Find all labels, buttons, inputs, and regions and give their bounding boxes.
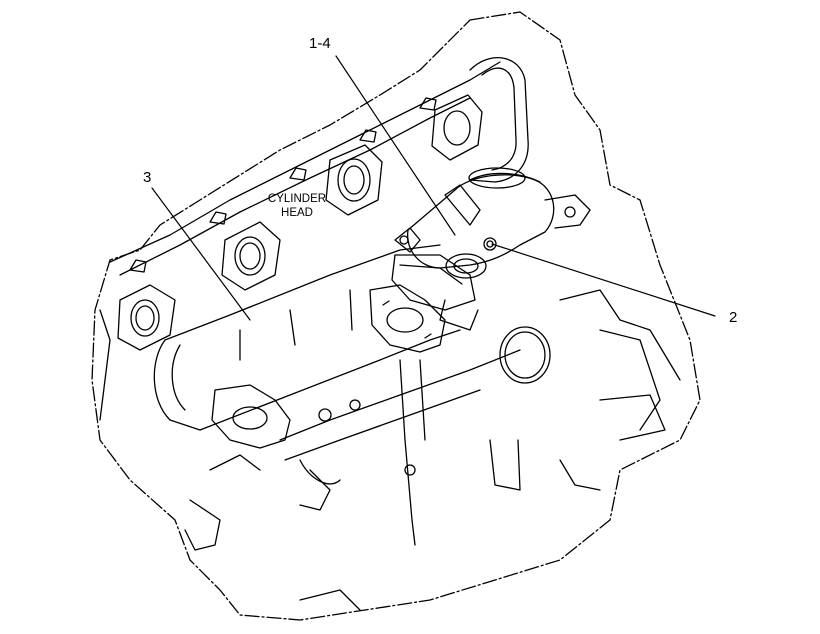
- manifold-gasket: [370, 285, 445, 352]
- cylinder-head-top-edge: [110, 62, 500, 262]
- leader-line-3: [152, 188, 250, 320]
- lower-flange-gasket: [212, 385, 290, 448]
- callout-label-3: 3: [143, 169, 152, 186]
- cylinder-head-label-line2: HEAD: [281, 207, 313, 219]
- turbo-elbow-housing: [395, 173, 590, 278]
- exhaust-port-flanges: [118, 95, 482, 350]
- callout-label-2: 2: [729, 309, 738, 326]
- callout-label-1-4: 1-4: [309, 35, 331, 52]
- leader-lines: [152, 56, 715, 320]
- engine-block-lower: [100, 290, 680, 610]
- exhaust-manifold: [154, 245, 460, 430]
- leader-line-1-4: [336, 56, 455, 235]
- housing-bracket: [392, 255, 478, 330]
- cylinder-head-label-line1: CYLINDER: [267, 193, 327, 205]
- cylinder-head-label: CYLINDER HEAD: [262, 192, 332, 220]
- leader-line-2: [492, 244, 715, 316]
- engine-block-outline: [92, 12, 700, 620]
- upper-pipe-elbow: [469, 58, 528, 188]
- cylinder-head-ridge: [120, 98, 470, 275]
- head-bolts: [130, 98, 436, 272]
